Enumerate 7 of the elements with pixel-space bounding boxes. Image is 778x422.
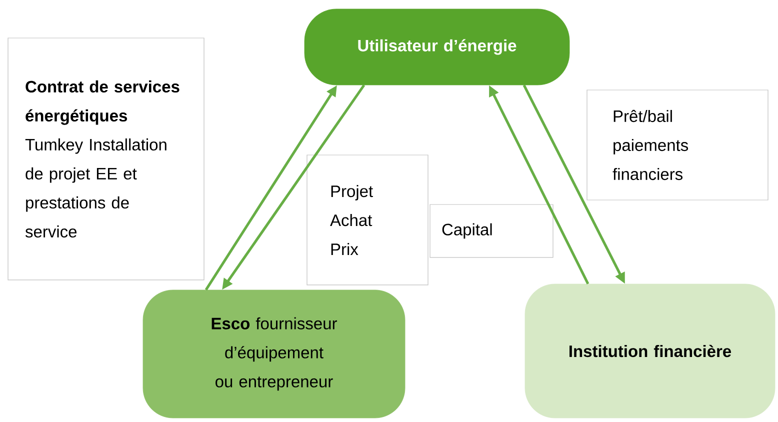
text-box: Prêt/bail paiements financiers [586, 90, 768, 200]
rounded-box: Institution financière [524, 284, 776, 418]
rounded-box: Utilisateur d’énergie [304, 8, 570, 86]
text-box: Projet Achat Prix [306, 154, 428, 286]
text-box: Capital [430, 204, 554, 258]
rounded-box: Esco fournisseur d’équipement ou entrepreneur [142, 290, 406, 418]
text-box: Contrat de services énergétiques Tumkey Installation de projet EE et prestations de service [8, 38, 204, 280]
